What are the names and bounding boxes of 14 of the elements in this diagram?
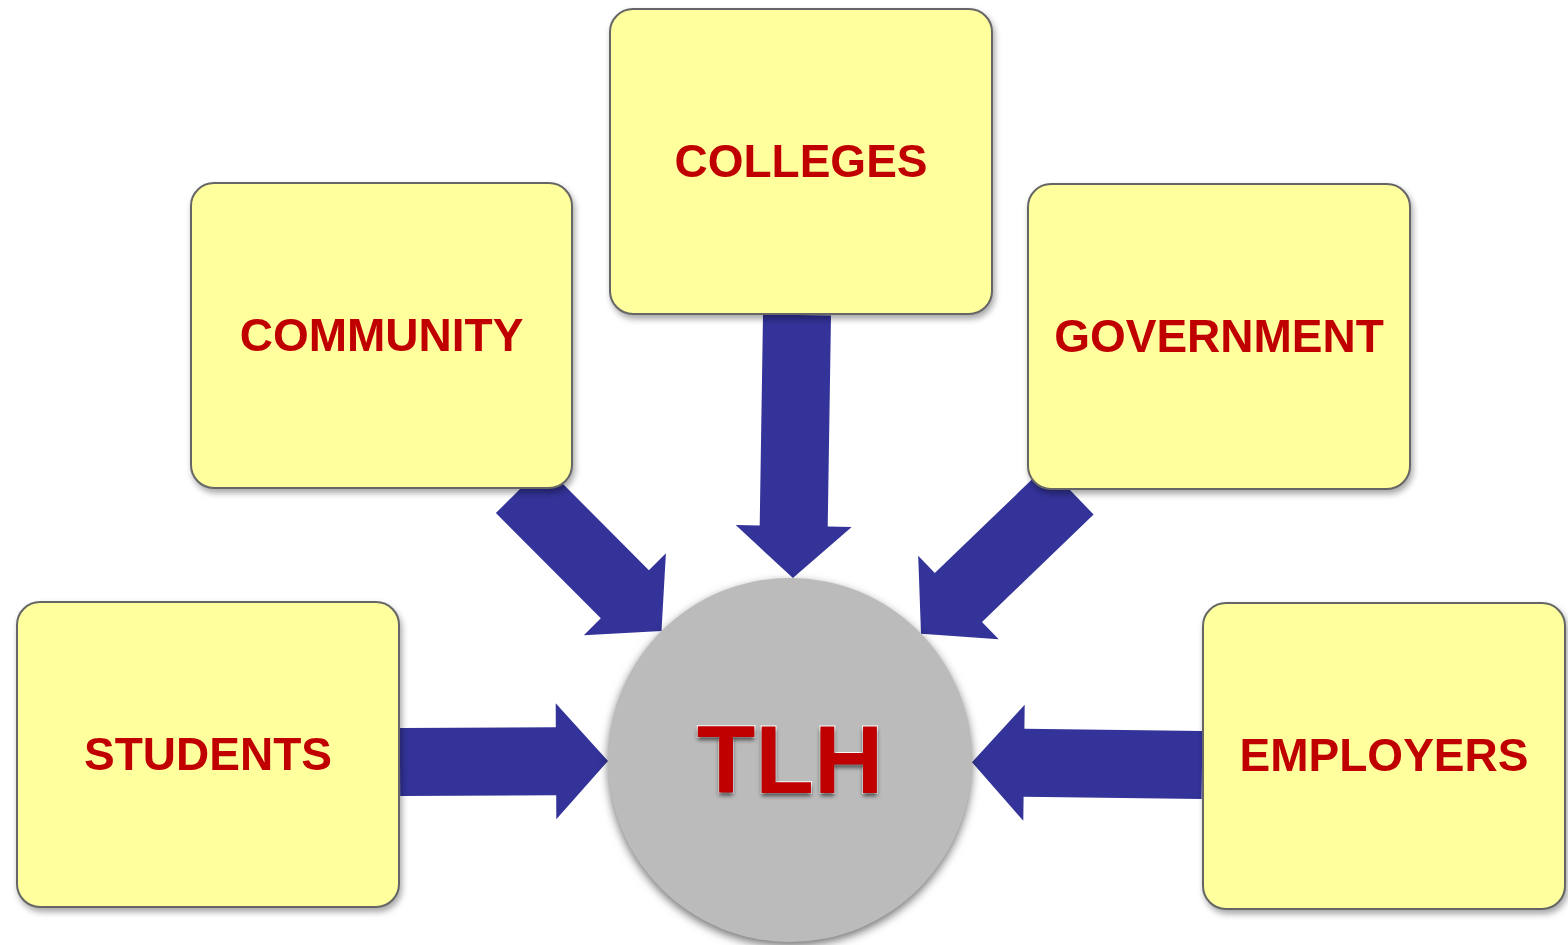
- box-label: GOVERNMENT: [1054, 308, 1384, 364]
- block-arrow: [972, 704, 1203, 821]
- center-label: TLH: [696, 712, 884, 808]
- stakeholder-box: [190, 182, 573, 489]
- box-label: STUDENTS: [84, 726, 332, 782]
- stakeholder-box: [1202, 602, 1566, 910]
- block-arrow: [735, 314, 852, 578]
- stakeholder-box: [16, 601, 400, 908]
- block-arrow: [399, 703, 608, 820]
- box-label: COMMUNITY: [239, 307, 524, 363]
- stakeholder-box: [609, 8, 993, 315]
- box-label: COLLEGES: [674, 133, 928, 189]
- stakeholder-box: [1027, 183, 1411, 490]
- box-label: EMPLOYERS: [1239, 728, 1529, 784]
